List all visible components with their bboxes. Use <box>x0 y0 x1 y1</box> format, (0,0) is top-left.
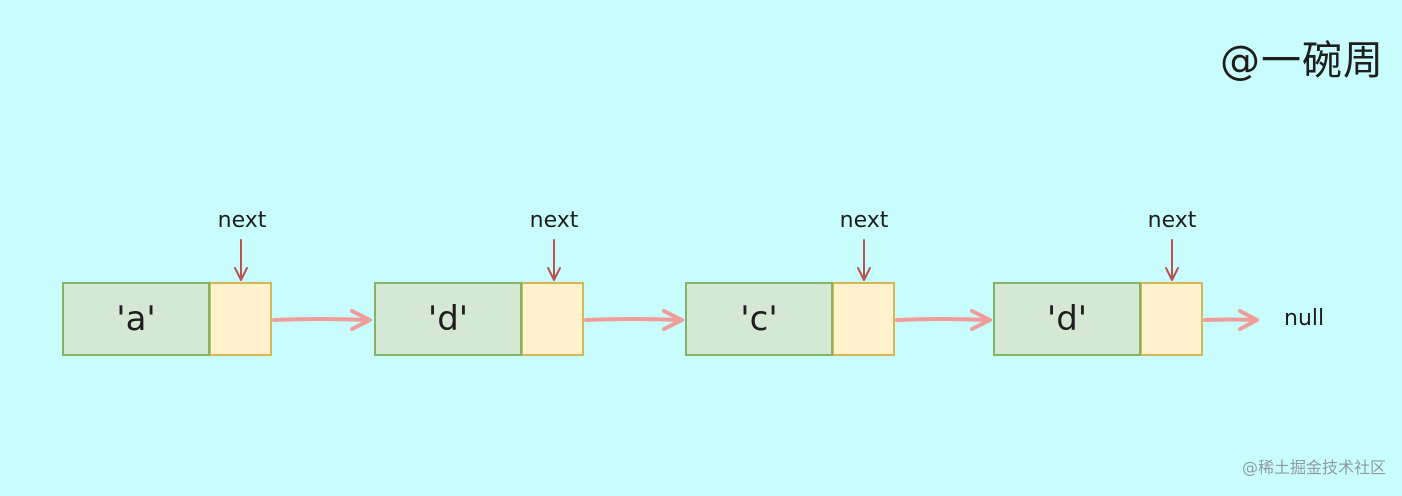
node-next-pointer <box>833 282 895 356</box>
node-value: 'd' <box>374 282 522 356</box>
link-arrow-1 <box>272 309 372 331</box>
list-node-1: 'a' <box>62 282 272 356</box>
next-label: next <box>1147 208 1197 233</box>
link-arrow-3 <box>895 309 992 331</box>
next-arrow-1 <box>234 239 248 281</box>
null-terminal-label: null <box>1284 306 1325 331</box>
node-next-pointer <box>1141 282 1203 356</box>
list-node-2: 'd' <box>374 282 584 356</box>
next-arrow-4 <box>1165 239 1179 281</box>
author-label: @一碗周 <box>1220 38 1384 84</box>
node-value: 'a' <box>62 282 210 356</box>
watermark: @稀土掘金技术社区 <box>1241 458 1386 477</box>
next-arrow-3 <box>857 239 871 281</box>
list-node-3: 'c' <box>685 282 895 356</box>
node-next-pointer <box>210 282 272 356</box>
next-label: next <box>529 208 579 233</box>
node-next-pointer <box>522 282 584 356</box>
node-value: 'd' <box>993 282 1141 356</box>
link-arrow-2 <box>584 309 684 331</box>
node-value: 'c' <box>685 282 833 356</box>
next-label: next <box>217 208 267 233</box>
next-label: next <box>839 208 889 233</box>
next-arrow-2 <box>547 239 561 281</box>
link-arrow-to-null <box>1203 309 1259 331</box>
list-node-4: 'd' <box>993 282 1203 356</box>
